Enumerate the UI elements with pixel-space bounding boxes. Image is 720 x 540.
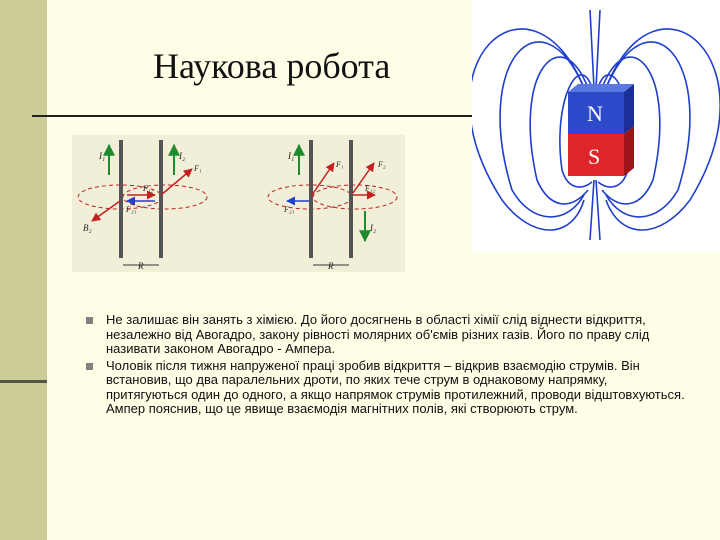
- label-i1: I₁: [287, 151, 294, 161]
- label-f1: F₁: [335, 160, 344, 169]
- magnetic-field-lines: [468, 9, 720, 241]
- parallel-currents-diagram: I₁ I₂ F₁₂ F₂₁ F₁ B₂ R I₁ I₂ F₂₁ F: [72, 135, 405, 272]
- left-band-divider: [0, 380, 47, 383]
- bullet-text: Чоловік після тижня напруженої праці зро…: [106, 357, 685, 416]
- label-f1: F₁: [193, 164, 202, 173]
- label-f2: F₂: [377, 160, 386, 169]
- force-arrow: [352, 162, 375, 194]
- slide-title: Наукова робота: [153, 46, 391, 86]
- bullet-text: Не залишає він занять з хімією. До його …: [106, 312, 650, 356]
- label-r: R: [327, 261, 334, 271]
- label-r: R: [137, 261, 144, 271]
- south-pole-label: S: [588, 144, 600, 169]
- bullet-item: Чоловік після тижня напруженої праці зро…: [86, 357, 686, 417]
- label-f12: F₁₂: [142, 184, 154, 193]
- label-b2: B₂: [83, 223, 92, 233]
- label-f21: F₂₁: [125, 205, 137, 214]
- wire: [309, 140, 313, 258]
- north-pole-label: N: [587, 101, 603, 126]
- label-i2: I₂: [178, 151, 185, 161]
- field-arrow: [91, 200, 121, 222]
- left-accent-band: [0, 0, 47, 540]
- force-arrow: [311, 162, 335, 196]
- label-i1: I₁: [98, 151, 105, 161]
- wire: [119, 140, 123, 258]
- bar-magnet-figure: N S: [468, 0, 720, 252]
- bullet-item: Не залишає він занять з хімією. До його …: [86, 312, 686, 357]
- bullet-list: Не залишає він занять з хімією. До його …: [86, 312, 686, 419]
- field-loop: [312, 184, 398, 210]
- title-underline: [32, 115, 472, 117]
- square-bullet-icon: [86, 362, 93, 370]
- label-i2: I₂: [369, 223, 376, 233]
- wire: [159, 140, 163, 258]
- diagram-left-pair: I₁ I₂ F₁₂ F₂₁ F₁ B₂ R: [77, 140, 208, 271]
- wire: [349, 140, 353, 258]
- label-f21: F₂₁: [283, 205, 295, 214]
- force-arrow: [160, 168, 193, 196]
- square-bullet-icon: [86, 317, 93, 324]
- bar-magnet: N S: [568, 84, 634, 176]
- label-f12: F₁₂: [364, 184, 376, 193]
- diagram-right-pair: I₁ I₂ F₂₁ F₁₂ F₁ F₂ R: [267, 140, 398, 271]
